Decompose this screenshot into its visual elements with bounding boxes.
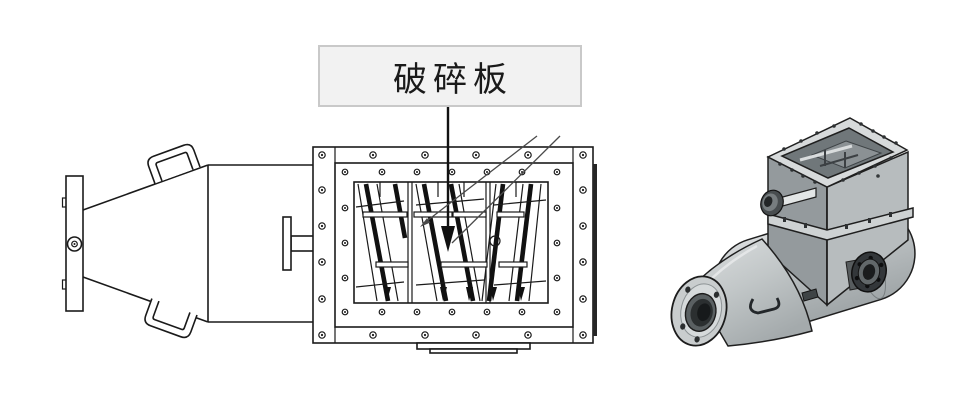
top-handle-2d: [147, 143, 201, 184]
bracket-tab-3d: [801, 288, 819, 302]
box-bottom-flange-3d: [767, 207, 914, 241]
cone-section-2d: [82, 164, 209, 323]
breaker-plates-2d: [355, 182, 547, 303]
render-3d: [670, 117, 916, 347]
cone-handle-3d: [749, 297, 781, 315]
body-section-2d: [207, 164, 313, 323]
bottom-handle-2d: [144, 298, 198, 339]
part-label: 破碎板: [318, 45, 582, 107]
outlet-flange-3d: [670, 275, 728, 347]
side-flange-3d: [845, 251, 887, 293]
technical-drawing-2d: [61, 143, 597, 354]
leader-arrowhead-icon: [420, 218, 431, 227]
pipe-stub-2d: [282, 216, 315, 271]
part-label-text: 破碎板: [393, 59, 513, 100]
hopper-flange-3d: [766, 117, 909, 188]
bottom-tab-2d: [416, 342, 531, 354]
pipe-stub-3d: [760, 187, 817, 217]
callout-pointers: [420, 105, 561, 252]
pointer-arrowhead-icon: [441, 226, 455, 252]
leader-line-2: [451, 135, 561, 244]
flange-bolt-icon: [66, 236, 83, 252]
leader-line-1: [422, 135, 538, 225]
inlet-flange-2d: [61, 175, 84, 312]
